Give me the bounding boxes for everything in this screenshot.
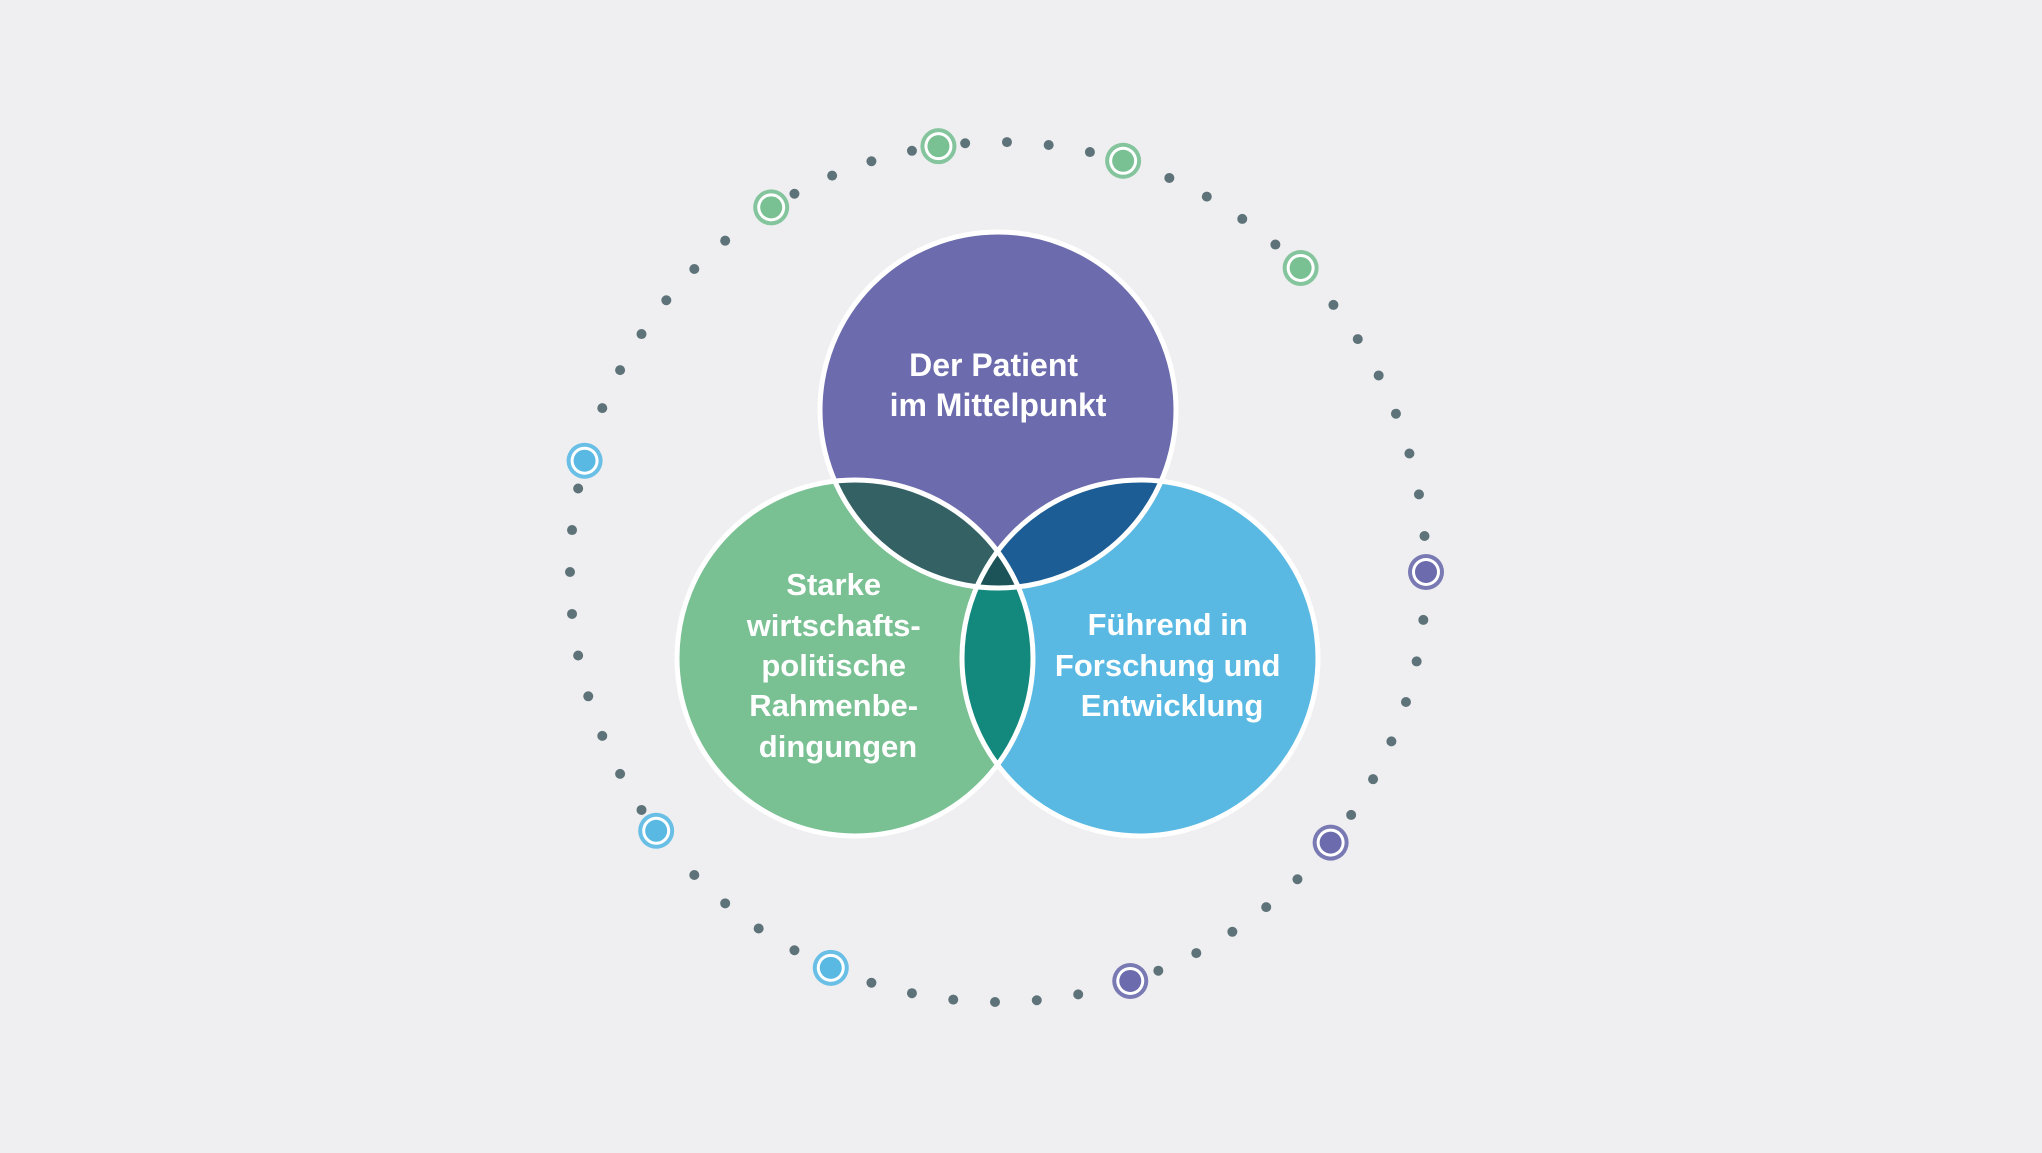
- orbit-dot: [1346, 809, 1357, 820]
- orbit-dot: [827, 170, 838, 181]
- orbit-marker-green: [753, 189, 790, 226]
- label-patient: Der Patient im Mittelpunkt: [890, 347, 1107, 423]
- orbit-dot: [1084, 147, 1095, 158]
- orbit-dot: [789, 945, 800, 956]
- orbit-dot: [1191, 948, 1202, 959]
- overlap-patient-research: [962, 480, 1176, 588]
- orbit-dot: [615, 768, 626, 779]
- orbit-dot: [720, 235, 731, 246]
- orbit-dot: [1413, 489, 1424, 500]
- orbit-marker-purple: [1312, 824, 1349, 861]
- orbit-dot: [689, 264, 700, 275]
- orbit-dot: [1292, 874, 1303, 885]
- orbit-dot: [1418, 614, 1429, 625]
- orbit-dot: [567, 608, 578, 619]
- orbit-dot: [636, 804, 647, 815]
- orbit-dot: [1153, 965, 1164, 976]
- orbit-marker-purple: [1112, 962, 1149, 999]
- orbit-dot: [1386, 736, 1397, 747]
- orbit-dot: [1270, 239, 1281, 250]
- orbit-marker-green: [1105, 142, 1142, 179]
- overlap-patient-politics: [820, 480, 1033, 588]
- orbit-dot: [1328, 299, 1339, 310]
- orbit-dot: [866, 156, 877, 167]
- orbit-dot: [689, 869, 700, 880]
- orbit-dot: [636, 329, 647, 340]
- orbit-dot: [960, 138, 971, 149]
- orbit-dot: [661, 295, 672, 306]
- circle-outlines: [674, 229, 1321, 839]
- orbit-dot: [1261, 902, 1272, 913]
- orbit-dot: [615, 365, 626, 376]
- orbit-dot: [1404, 448, 1415, 459]
- orbit-dot: [1400, 697, 1411, 708]
- orbit-dot: [597, 403, 608, 414]
- orbit-dot: [1164, 172, 1175, 183]
- orbit-marker-green: [1282, 249, 1319, 286]
- orbit-marker-blue: [566, 442, 603, 479]
- orbit-dot: [866, 977, 877, 988]
- orbit-dot: [1043, 140, 1054, 151]
- orbit-marker-blue: [812, 949, 849, 986]
- orbit-dot: [753, 923, 764, 934]
- orbit-dot: [990, 996, 1001, 1007]
- orbit-dot: [573, 483, 584, 494]
- label-research: Führend in Forschung und Entwicklung: [1055, 607, 1289, 723]
- orbit-marker-blue: [638, 812, 675, 849]
- orbit-dot: [565, 567, 575, 577]
- label-politics: Starke wirtschafts- politische Rahmenbe-…: [746, 567, 930, 764]
- orbit-dot: [597, 730, 608, 741]
- orbit-dot: [1411, 656, 1422, 667]
- orbit-dot: [720, 898, 731, 909]
- orbit-dot: [1201, 191, 1212, 202]
- orbit-markers: [566, 128, 1444, 999]
- orbit-dot: [906, 988, 917, 999]
- orbit-dot: [1352, 334, 1363, 345]
- orbit-dot: [1373, 370, 1384, 381]
- orbit-dot: [1001, 137, 1012, 148]
- orbit-dot: [583, 691, 594, 702]
- orbit-marker-purple: [1408, 554, 1444, 590]
- orbit-dots: [565, 137, 1430, 1007]
- orbit-dot: [567, 525, 578, 536]
- orbit-dot: [1390, 408, 1401, 419]
- orbit-dot: [948, 994, 959, 1005]
- orbit-dot: [1031, 995, 1042, 1006]
- orbit-dot: [573, 650, 584, 661]
- orbit-dot: [1073, 989, 1084, 1000]
- orbit-dot: [1237, 213, 1248, 224]
- orbit-dot: [1227, 926, 1238, 937]
- orbit-dot: [1419, 531, 1430, 542]
- orbit-dot: [1368, 774, 1379, 785]
- orbit-dot: [789, 188, 800, 199]
- orbit-marker-green: [920, 128, 957, 165]
- orbit-dot: [906, 145, 917, 156]
